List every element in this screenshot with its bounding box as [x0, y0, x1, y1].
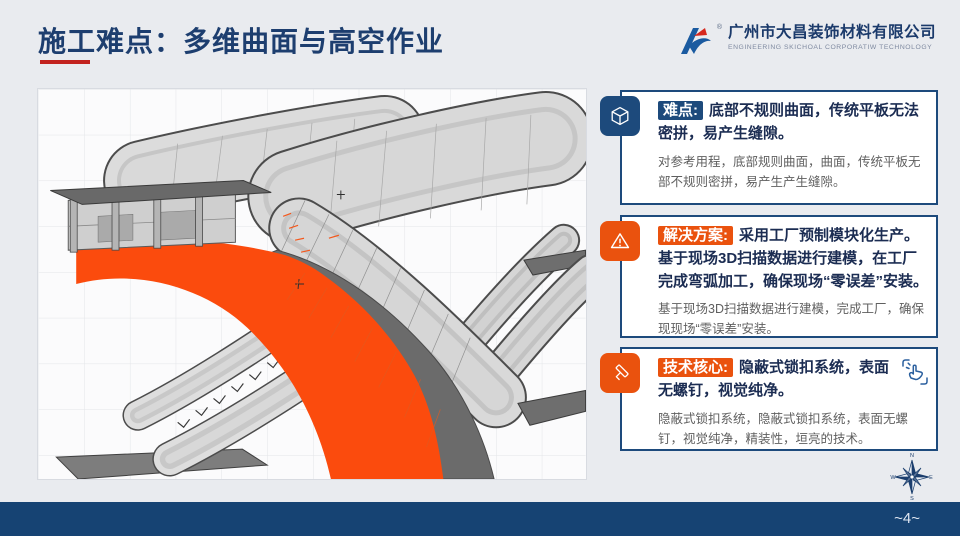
- registered-mark: ®: [716, 24, 722, 31]
- company-name: 广州市大昌装饰材料有限公司: [727, 24, 936, 41]
- solution-label: 解决方案:: [658, 226, 733, 245]
- page-number: ~4~: [894, 510, 920, 527]
- solution-heading: 解决方案:采用工厂预制模块化生产。基于现场3D扫描数据进行建模，在工厂完成弯弧加…: [658, 226, 929, 290]
- callout-difficulty: 难点:底部不规则曲面，传统平板无法密拼，易产生缝隙。 对参考用程，底部规则曲面，…: [600, 90, 938, 205]
- difficulty-heading: 难点:底部不规则曲面，传统平板无法密拼，易产生缝隙。: [658, 101, 920, 142]
- main-escalator-balustrade: [268, 197, 586, 429]
- upper-landing-balustrade-center: [247, 90, 586, 245]
- company-logo: ® 广州市大昌装饰材料有限公司 ENGINEERING SKICHOAL COR…: [679, 24, 936, 58]
- solution-body: 基于现场3D扫描数据进行建模，完成工厂，确保现现场“零误差”安装。: [658, 302, 924, 337]
- page-title: 施工难点：多维曲面与高空作业: [38, 26, 445, 57]
- callout-solution: 解决方案:采用工厂预制模块化生产。基于现场3D扫描数据进行建模，在工厂完成弯弧加…: [600, 215, 938, 338]
- logo-a-icon: [680, 28, 711, 54]
- compass-e-label: E: [929, 475, 933, 481]
- difficulty-body: 对参考用程，底部规则曲面，曲面，传统平板无部不规则密拼，易产生产生缝隙。: [658, 154, 921, 189]
- escalator-wireframe-render: [38, 89, 586, 479]
- escalator-render-panel: [37, 88, 587, 480]
- tool-icon: [600, 353, 640, 393]
- cube-icon: [600, 96, 640, 136]
- station-kiosk: [50, 180, 272, 253]
- callout-tech-core: 技术核心:隐蔽式锁扣系统，表面无螺钉，视觉纯净。 隐蔽式锁扣系统，隐蔽式锁扣系统…: [600, 347, 938, 451]
- compass-s-label: S: [910, 496, 914, 502]
- warning-icon: [600, 221, 640, 261]
- compass-rose-icon: N E S W: [890, 453, 933, 502]
- orange-soffit-highlight: [76, 237, 444, 479]
- tech-core-body: 隐蔽式锁扣系统，隐蔽式锁扣系统，表面无螺钉，视觉纯净，精装性，垣亮的技术。: [658, 411, 909, 446]
- annotation-marks: [282, 190, 441, 448]
- click-gesture-icon: [902, 359, 928, 385]
- footer-bar: ~4~: [0, 502, 960, 536]
- company-subtitle: ENGINEERING SKICHOAL CORPORATIW TECHNOLO…: [727, 44, 933, 52]
- tech-core-label: 技术核心:: [658, 358, 733, 377]
- compass-n-label: N: [910, 453, 914, 459]
- compass-w-label: W: [890, 475, 896, 481]
- title-underline: [40, 60, 90, 64]
- tech-core-heading: 技术核心:隐蔽式锁扣系统，表面无螺钉，视觉纯净。: [658, 358, 890, 399]
- difficulty-label: 难点:: [658, 101, 703, 120]
